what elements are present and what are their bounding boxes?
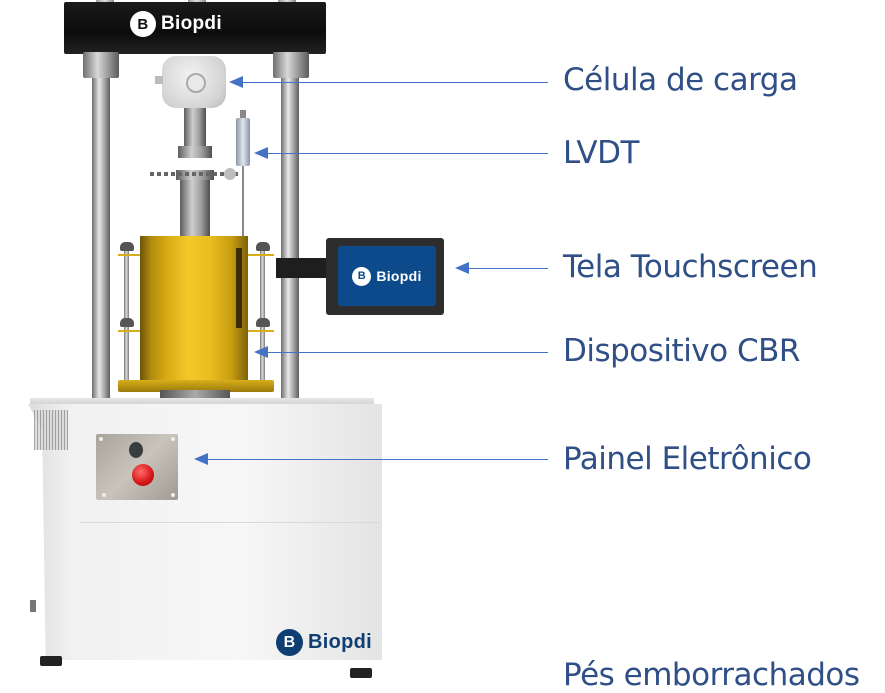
arrow-head-icon (455, 262, 469, 274)
ventilation-grille (34, 410, 68, 450)
side-port (30, 600, 36, 612)
biopdi-logo-icon: B (352, 266, 372, 286)
touchscreen-panel: B Biopdi (338, 246, 436, 306)
arrow-head-icon (254, 346, 268, 358)
piston-collar (178, 146, 212, 158)
base-seam (80, 522, 380, 523)
control-panel (96, 434, 178, 500)
arrow-head-icon (229, 76, 243, 88)
lvdt-tip (240, 110, 246, 118)
screw-icon (99, 437, 103, 441)
biopdi-logo-icon: B (276, 629, 303, 656)
tie-rod-left (124, 244, 129, 384)
wing-nut-right-bottom (256, 318, 270, 327)
base-top-plate (30, 398, 374, 406)
callout-line (466, 268, 548, 269)
arrow-head-icon (254, 147, 268, 159)
clamp-arm (150, 172, 240, 176)
callout-label: Célula de carga (563, 62, 798, 98)
column-left (92, 70, 110, 404)
base-cabinet (28, 404, 382, 660)
arrow-head-icon (194, 453, 208, 465)
cbr-mold-base (118, 380, 274, 392)
screw-icon (102, 493, 106, 497)
wing-nut-left-top (120, 242, 134, 251)
base-logo-text: Biopdi (308, 631, 373, 653)
crossbar-logo-text: Biopdi (161, 13, 222, 34)
wing-nut-right-top (256, 242, 270, 251)
column-nut-right (273, 52, 309, 78)
load-cell-connector (155, 76, 163, 84)
screw-icon (171, 493, 175, 497)
selector-switch (129, 442, 143, 458)
piston-rod (180, 180, 210, 236)
callout-label: LVDT (563, 135, 639, 171)
base-logo: B Biopdi (276, 629, 372, 656)
wing-nut-left-bottom (120, 318, 134, 327)
load-cell (162, 56, 226, 108)
tie-rod-right (260, 244, 265, 384)
top-crossbar (64, 2, 326, 54)
callout-line (265, 352, 548, 353)
callout-label: Dispositivo CBR (563, 333, 800, 369)
lvdt-sensor (236, 118, 250, 166)
screen-logo-text: Biopdi (376, 268, 422, 284)
clamp-knob (224, 168, 236, 180)
callout-line (265, 153, 548, 154)
screen-logo: B Biopdi (352, 266, 422, 286)
cbr-mold (140, 236, 248, 386)
crossbar-logo: B Biopdi (130, 11, 222, 37)
callout-line (240, 82, 548, 83)
mold-slot (236, 248, 242, 328)
column-right (281, 70, 299, 404)
rubber-foot-left (40, 656, 62, 666)
screen-bracket (276, 258, 332, 278)
screw-icon (171, 437, 175, 441)
platen (160, 390, 230, 400)
lvdt-rod (242, 166, 244, 236)
rubber-foot-right (350, 668, 372, 678)
piston-upper (184, 108, 206, 148)
load-cell-hub (186, 73, 206, 93)
column-nut-left (83, 52, 119, 78)
touchscreen-display: B Biopdi (326, 238, 444, 315)
callout-label: Painel Eletrônico (563, 441, 812, 477)
callout-label: Pés emborrachados (563, 657, 860, 693)
emergency-stop-button (132, 464, 154, 486)
callout-line (205, 459, 548, 460)
biopdi-logo-icon: B (130, 11, 156, 37)
callout-label: Tela Touchscreen (563, 249, 818, 285)
